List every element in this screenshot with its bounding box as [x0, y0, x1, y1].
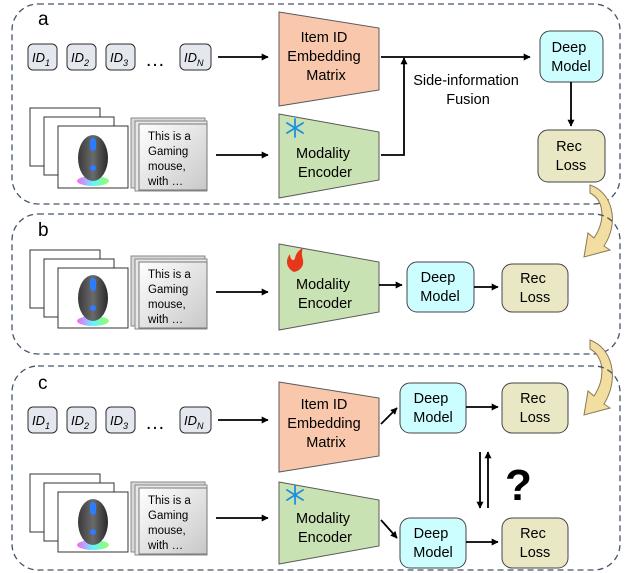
id-ellipsis: …	[145, 412, 165, 434]
snowflake-icon	[286, 118, 304, 138]
svg-text:Modality Encoder: Modality Encoder	[296, 277, 354, 312]
product-image-stack	[29, 249, 129, 329]
svg-text:ID2: ID2	[71, 50, 89, 68]
fusion-label: Side-information Fusion	[413, 73, 523, 108]
arrow	[380, 407, 398, 425]
modality-encoder-block: Modality Encoder	[278, 481, 380, 565]
rec-loss-box: Rec Loss	[537, 129, 606, 183]
panel-c-border	[11, 365, 621, 571]
svg-text:Item ID Embedding: Item ID Embedding Matrix	[287, 397, 364, 451]
arrow	[381, 57, 408, 156]
svg-text:This is a Gaming: This is a Gaming mouse, with …	[147, 269, 194, 326]
curved-arrow	[583, 184, 613, 258]
svg-text:ID3: ID3	[110, 50, 128, 68]
modality-encoder-block: Modality Encoder	[278, 243, 380, 331]
svg-text:Rec Loss: Rec Loss	[520, 271, 551, 306]
curved-arrow	[583, 339, 613, 416]
id-ellipsis: …	[145, 49, 165, 71]
id-chip: ID3	[105, 406, 136, 434]
text-card-stack: This is a Gaming mouse, with …	[130, 255, 208, 330]
gaming-mouse-image	[77, 275, 109, 326]
rec-loss-box: Rec Loss	[501, 517, 569, 569]
gaming-mouse-image	[77, 135, 109, 186]
comparison-arrows	[476, 451, 492, 509]
panel-c-letter: c	[38, 373, 48, 394]
svg-text:ID1: ID1	[32, 50, 50, 68]
svg-text:Modality Encoder: Modality Encoder	[296, 511, 354, 546]
id-chip: ID3	[105, 43, 136, 71]
svg-text:Rec Loss: Rec Loss	[520, 391, 551, 426]
svg-text:Deep Model: Deep Model	[413, 526, 453, 561]
svg-text:ID2: ID2	[71, 413, 89, 431]
text-card-stack: This is a Gaming mouse, with …	[130, 481, 208, 556]
id-chip: ID1	[27, 43, 58, 71]
panel-a-letter: a	[38, 9, 49, 30]
question-mark: ?	[505, 461, 532, 510]
svg-text:Rec Loss: Rec Loss	[520, 526, 551, 561]
svg-text:Deep Model: Deep Model	[413, 391, 453, 426]
deep-model-box: Deep Model	[406, 261, 475, 313]
panel-c: c ID1 ID2 ID3 … IDN Item ID Embedding Ma…	[11, 365, 621, 571]
id-chip: ID2	[66, 43, 97, 71]
rec-loss-box: Rec Loss	[501, 263, 569, 313]
panel-a: a ID1 ID2 ID3 … IDN Item ID Embedding Ma…	[11, 3, 621, 205]
svg-text:IDN: IDN	[184, 413, 204, 431]
svg-text:Rec Loss: Rec Loss	[556, 139, 587, 174]
item-embedding-block: Item ID Embedding Matrix	[278, 11, 380, 107]
svg-text:Item ID Embedding: Item ID Embedding Matrix	[287, 30, 364, 84]
id-chip: IDN	[179, 406, 212, 434]
panel-b-border	[11, 213, 621, 355]
svg-text:ID3: ID3	[110, 413, 128, 431]
svg-text:Deep Model: Deep Model	[551, 40, 591, 75]
text-card-stack: This is a Gaming mouse, with …	[130, 117, 208, 192]
snowflake-icon	[286, 485, 304, 505]
id-chip: ID1	[27, 406, 58, 434]
svg-text:ID1: ID1	[32, 413, 50, 431]
panel-a-border	[11, 3, 621, 205]
deep-model-box: Deep Model	[399, 517, 467, 569]
svg-text:Modality Encoder: Modality Encoder	[296, 146, 354, 181]
product-image-stack	[29, 473, 129, 553]
panel-b: b This is a Gaming mouse, with …	[11, 213, 621, 355]
panel-b-letter: b	[38, 220, 49, 241]
svg-text:Deep Model: Deep Model	[420, 270, 460, 305]
product-image-stack	[29, 107, 129, 189]
rec-loss-box: Rec Loss	[501, 382, 569, 434]
id-chip: ID2	[66, 406, 97, 434]
deep-model-box: Deep Model	[399, 382, 467, 434]
svg-text:IDN: IDN	[184, 50, 204, 68]
deep-model-box: Deep Model	[539, 30, 604, 83]
svg-text:This is a Gaming: This is a Gaming mouse, with …	[147, 495, 194, 552]
svg-text:This is a Gaming: This is a Gaming mouse, with …	[147, 131, 194, 188]
arrow	[380, 519, 398, 539]
id-chip: IDN	[179, 43, 212, 71]
modality-encoder-block: Modality Encoder	[278, 113, 380, 199]
gaming-mouse-image	[77, 499, 109, 550]
fire-icon	[286, 248, 304, 272]
item-embedding-block: Item ID Embedding Matrix	[278, 381, 380, 473]
